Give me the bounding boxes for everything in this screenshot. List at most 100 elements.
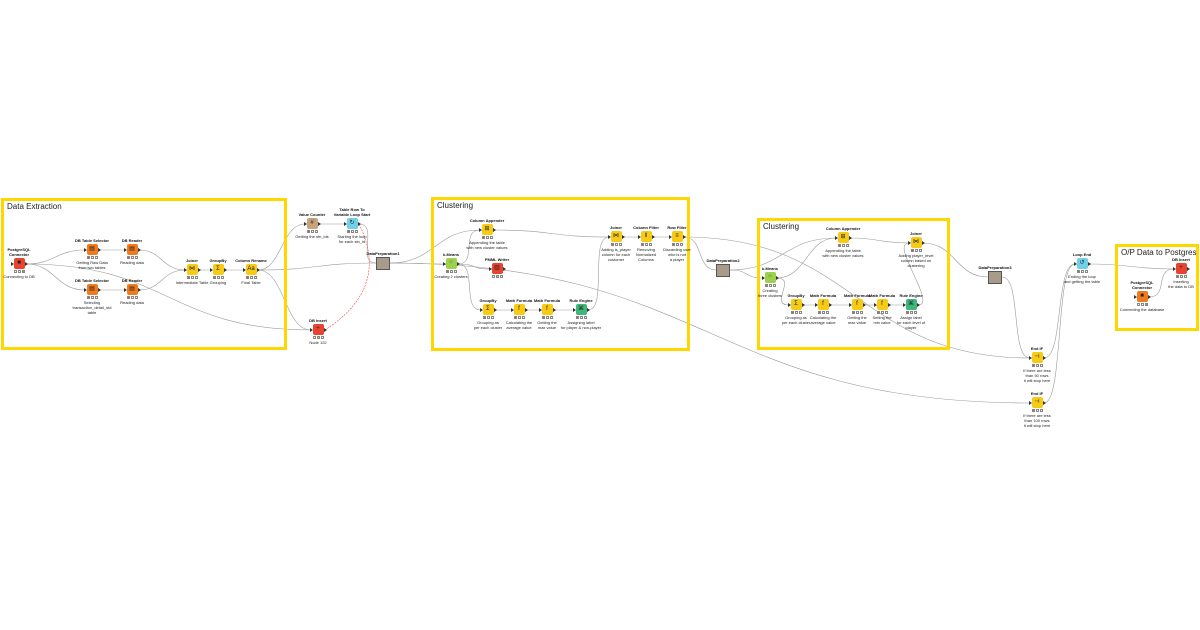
output-port[interactable] [775,276,779,280]
node-icon[interactable]: ⊞ [834,232,852,243]
input-port[interactable] [902,303,906,307]
input-port[interactable] [83,248,87,252]
node-icon[interactable]: ■ [1133,291,1151,302]
connection-line[interactable] [358,223,377,264]
input-port[interactable] [761,276,765,280]
node-loopstart[interactable]: Table Row To Variable Loop Start↻Startin… [317,207,387,244]
input-port[interactable] [343,222,347,226]
output-port[interactable] [621,235,625,239]
input-port[interactable] [668,235,672,239]
output-port[interactable] [801,303,805,307]
connection-line[interactable] [587,236,610,311]
node-icon[interactable]: ⋈ [607,231,625,242]
metanode-icon[interactable] [376,257,390,270]
output-port[interactable] [357,222,361,226]
input-port[interactable] [479,308,483,312]
node-icon[interactable]: Σ [479,304,497,315]
input-port[interactable] [848,303,852,307]
input-port[interactable] [309,328,313,332]
node-rowfil[interactable]: Row Filter≡Discarding user who is not a … [642,225,712,262]
connection-line[interactable] [457,229,481,265]
node-icon[interactable]: ▤ [123,284,141,295]
output-port[interactable] [323,328,327,332]
input-port[interactable] [787,303,791,307]
node-colapp1[interactable]: Column Appender⊞Appending the table with… [452,218,522,250]
metanode-icon[interactable] [988,271,1002,284]
node-icon[interactable]: Aa [242,264,260,275]
input-port[interactable] [873,303,877,307]
input-port[interactable] [1133,295,1137,299]
node-endif2[interactable]: End IF⊣If there are less than 100 rows i… [1002,391,1072,428]
input-port[interactable] [303,222,307,226]
node-km1[interactable]: k-Means⁘Creating 2 clusters [416,252,486,279]
input-port[interactable] [510,308,514,312]
node-km2[interactable]: k-Means⁘Creating three clusters [735,266,805,298]
node-icon[interactable]: ⌘ [902,299,920,310]
node-icon[interactable]: ⊣ [1028,397,1046,408]
node-colapp2[interactable]: Column Appender⊞Appending the table with… [808,226,878,258]
connection-line[interactable] [683,236,1031,359]
output-port[interactable] [197,268,201,272]
input-port[interactable] [1073,262,1077,266]
node-icon[interactable]: ⊣ [1028,352,1046,363]
node-icon[interactable]: ↺ [1073,258,1091,269]
node-icon[interactable]: ■ [10,258,28,269]
input-port[interactable] [488,267,492,271]
connection-line[interactable] [776,277,790,306]
node-icon[interactable]: # [303,218,321,229]
input-port[interactable] [83,288,87,292]
node-colfil[interactable]: Column Filter‖Removing Normalized Column… [611,225,681,262]
output-port[interactable] [586,308,590,312]
connection-line[interactable] [922,242,989,278]
connection-line[interactable] [138,269,186,291]
input-port[interactable] [814,303,818,307]
input-port[interactable] [1172,267,1176,271]
node-dbr1[interactable]: DB Reader▤Reading data [97,238,167,265]
node-icon[interactable]: f [873,299,891,310]
node-icon[interactable]: f [814,299,832,310]
input-port[interactable] [637,235,641,239]
node-dbr2[interactable]: DB Reader▤Reading data [97,278,167,305]
input-port[interactable] [907,241,911,245]
connection-line[interactable] [257,223,306,271]
node-loopend[interactable]: Loop End↺Ending the loop and getting the… [1047,252,1117,284]
connection-line[interactable] [138,249,186,271]
node-rule1[interactable]: Rule Engine⌘Assigning label for player &… [546,298,616,330]
connection-line[interactable] [389,262,1031,404]
connection-line[interactable] [25,263,312,331]
connection-line[interactable] [1148,268,1175,298]
output-port[interactable] [24,262,28,266]
connection-line[interactable] [457,263,482,311]
node-valcnt[interactable]: Value Counter#Getting the stn_ids [277,212,347,239]
connection-line[interactable] [903,242,924,306]
node-join3[interactable]: Joiner⋈Adding player_level column based … [881,231,951,268]
variable-connection-line[interactable] [324,223,370,331]
connection-line[interactable] [389,229,481,264]
connection-line[interactable] [1001,276,1031,359]
connection-line[interactable] [729,237,837,271]
node-icon[interactable]: ⁘ [442,258,460,269]
input-port[interactable] [607,235,611,239]
input-port[interactable] [478,228,482,232]
node-dbins1[interactable]: DB Insert+Node 122 [283,318,353,345]
node-icon[interactable]: ▤ [83,244,101,255]
output-port[interactable] [921,241,925,245]
output-port[interactable] [1087,262,1091,266]
output-port[interactable] [97,288,101,292]
output-port[interactable] [1186,267,1190,271]
output-port[interactable] [848,236,852,240]
metanode-m1[interactable]: DataPreparation1 [353,251,413,270]
annotation-output-postgres[interactable]: O/P Data to Postgres [1115,244,1199,331]
metanode-m3[interactable]: DataPreparation3 [965,265,1025,284]
node-pg2[interactable]: PostgreSQL Connector■Connecting the data… [1107,280,1177,312]
node-icon[interactable]: f [848,299,866,310]
node-icon[interactable]: ▤ [123,244,141,255]
node-icon[interactable]: ⌘ [572,304,590,315]
